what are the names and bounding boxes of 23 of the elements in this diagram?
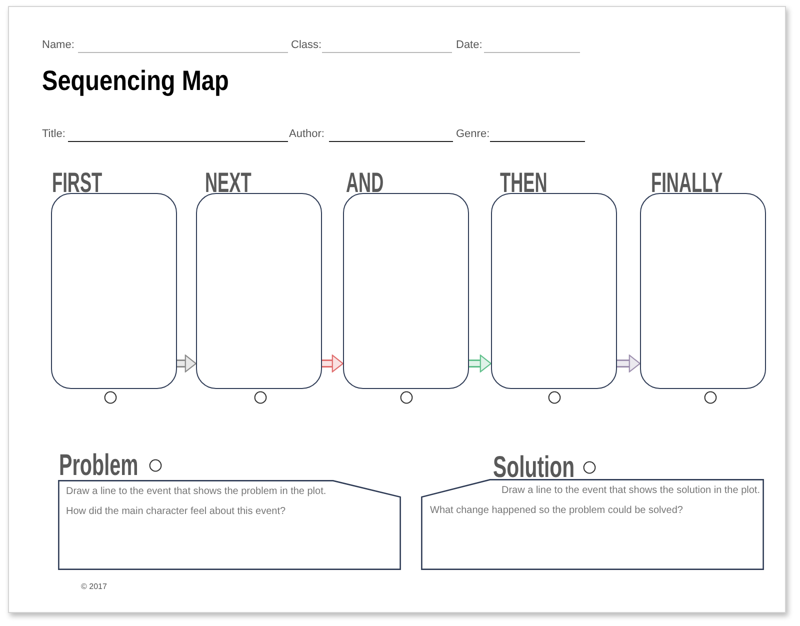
worksheet-title: Sequencing Map [42, 67, 229, 95]
copyright-notice: © 2017 [81, 582, 107, 592]
step-heading: FINALLY [651, 169, 723, 197]
section-heading: Solution [493, 453, 575, 483]
step-heading: THEN [500, 169, 548, 197]
prompt-text: How did the main character feel about this event? [66, 505, 286, 518]
form-label: Class: [291, 39, 322, 52]
form-label: Genre: [456, 128, 490, 141]
section-heading: Problem [59, 451, 138, 481]
arrow [617, 354, 641, 372]
prompt-text: Draw a line to the event that shows the solution in the plot. [502, 484, 760, 497]
arrow [177, 354, 197, 372]
form-label: Date: [456, 39, 482, 52]
form-label: Author: [289, 128, 324, 141]
step-heading: AND [346, 169, 384, 197]
prompt-text: What change happened so the problem could be solved? [430, 504, 683, 517]
form-label: Title: [42, 128, 66, 141]
step-heading: NEXT [205, 169, 252, 197]
arrow [469, 354, 492, 372]
arrow [322, 354, 344, 372]
form-label: Name: [42, 39, 74, 52]
prompt-text: Draw a line to the event that shows the problem in the plot. [66, 485, 326, 498]
step-heading: FIRST [52, 169, 102, 197]
